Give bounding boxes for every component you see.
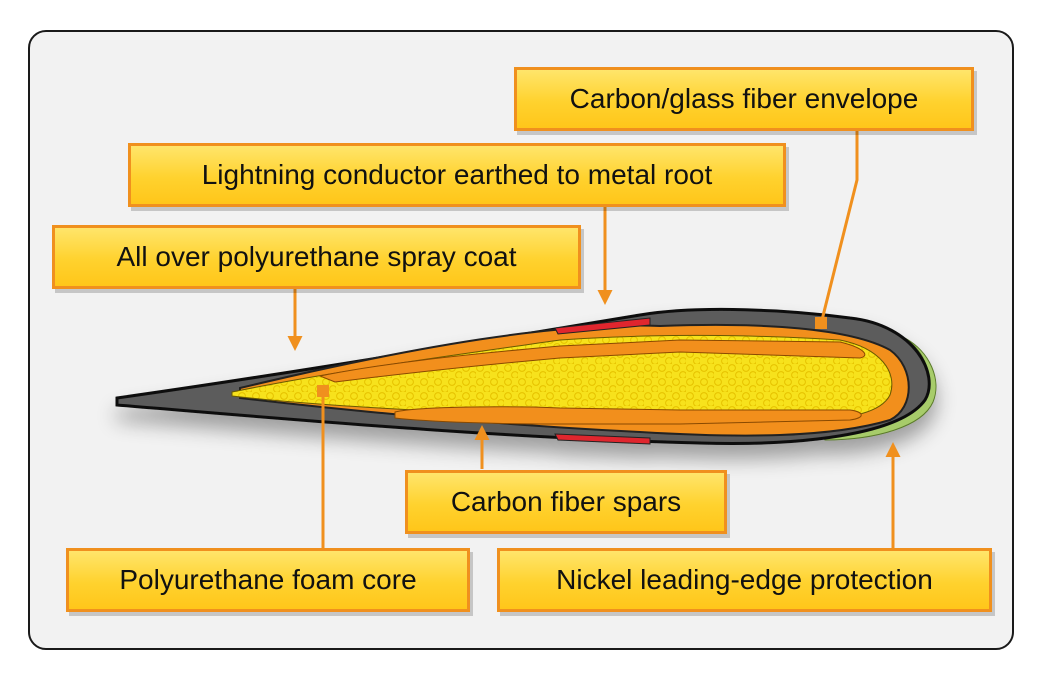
lower-spar xyxy=(394,406,862,425)
airfoil xyxy=(115,307,937,445)
lightning-conductor-bottom xyxy=(554,433,651,445)
label-nickel-leading-edge: Nickel leading-edge protection xyxy=(497,548,992,612)
leader-envelope xyxy=(820,128,859,321)
leader-dot-foam xyxy=(317,385,329,397)
upper-spar xyxy=(318,339,866,383)
leader-lines xyxy=(287,128,901,548)
label-lightning-conductor: Lightning conductor earthed to metal roo… xyxy=(128,143,786,207)
label-carbon-fiber-spars: Carbon fiber spars xyxy=(405,470,727,534)
label-spray-coat: All over polyurethane spray coat xyxy=(52,225,581,289)
label-carbon-glass-envelope: Carbon/glass fiber envelope xyxy=(514,67,974,131)
leader-dot-envelope xyxy=(815,317,827,329)
label-polyurethane-foam-core: Polyurethane foam core xyxy=(66,548,470,612)
lightning-conductor-top xyxy=(554,317,651,335)
